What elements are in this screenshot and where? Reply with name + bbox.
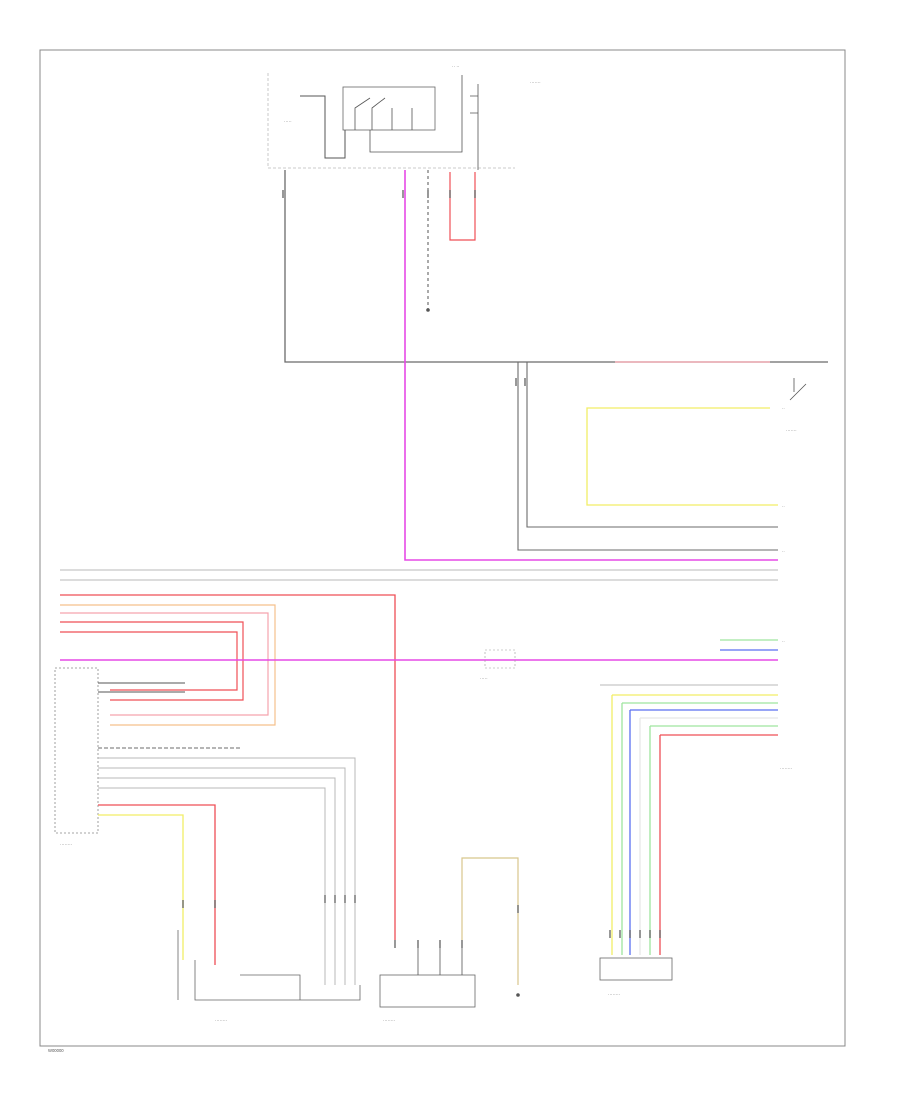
label-engine-room: ······· bbox=[530, 80, 541, 85]
wire-red-loop-2 bbox=[60, 621, 244, 701]
connector-ticks bbox=[182, 190, 661, 948]
label-hot-at: ·· ·· bbox=[452, 64, 459, 69]
right-connector-labels: ·· ·· ·· ·· ········ bbox=[780, 406, 792, 771]
ecu-box: ········ bbox=[54, 667, 99, 847]
wire-orange-loop bbox=[60, 604, 276, 726]
wire-red-loop-3 bbox=[60, 631, 238, 691]
door-switch bbox=[789, 378, 807, 401]
wire-black-down-2 bbox=[526, 362, 778, 528]
label-throttle: ········ bbox=[215, 1018, 227, 1023]
relay-block: ····· ·· ·· ······· bbox=[267, 64, 541, 170]
accel-sensor: ········ bbox=[379, 940, 476, 1023]
pin-label-1: ·· bbox=[782, 406, 785, 411]
footer-code: W00000 bbox=[48, 1048, 64, 1053]
label-door-switch: ······· bbox=[786, 428, 797, 433]
pin-label-4: ·· bbox=[782, 639, 785, 644]
label-accel: ········ bbox=[383, 1018, 395, 1023]
wire-ecu-yellow bbox=[98, 814, 184, 960]
wire-black-down-1 bbox=[517, 362, 778, 551]
wire-ecu-gray-1 bbox=[98, 757, 356, 985]
label-right-module: ········ bbox=[780, 766, 792, 771]
wire-red-long bbox=[60, 594, 396, 940]
wire-ecu-red bbox=[98, 804, 216, 965]
joint-connector: ····· bbox=[480, 649, 516, 681]
throttle-motor: ········ bbox=[177, 930, 361, 1023]
pin-label-2: ·· bbox=[782, 504, 785, 509]
wire-yellow-right bbox=[586, 407, 778, 506]
label-ecu: ········ bbox=[60, 842, 72, 847]
label-joint: ····· bbox=[480, 676, 488, 681]
wire-tan bbox=[461, 857, 519, 985]
wire-black-main bbox=[284, 170, 828, 363]
pin-label-3: ·· bbox=[782, 549, 785, 554]
position-sensor: ········ bbox=[599, 684, 778, 997]
wire-ecu-gray-2 bbox=[98, 767, 346, 985]
wire-ecu-gray-4 bbox=[98, 787, 326, 985]
ground-point-bottom bbox=[516, 993, 520, 997]
wire-pink-loop bbox=[60, 612, 269, 716]
wire-ecu-gray-3 bbox=[98, 777, 336, 985]
wire-magenta-main bbox=[404, 170, 778, 561]
wire-red-loop bbox=[449, 172, 476, 241]
ground-point-top bbox=[426, 308, 430, 312]
diagram-frame bbox=[39, 49, 846, 1047]
label-relay-left: ····· bbox=[284, 119, 292, 124]
label-position-sensor: ········ bbox=[608, 992, 620, 997]
